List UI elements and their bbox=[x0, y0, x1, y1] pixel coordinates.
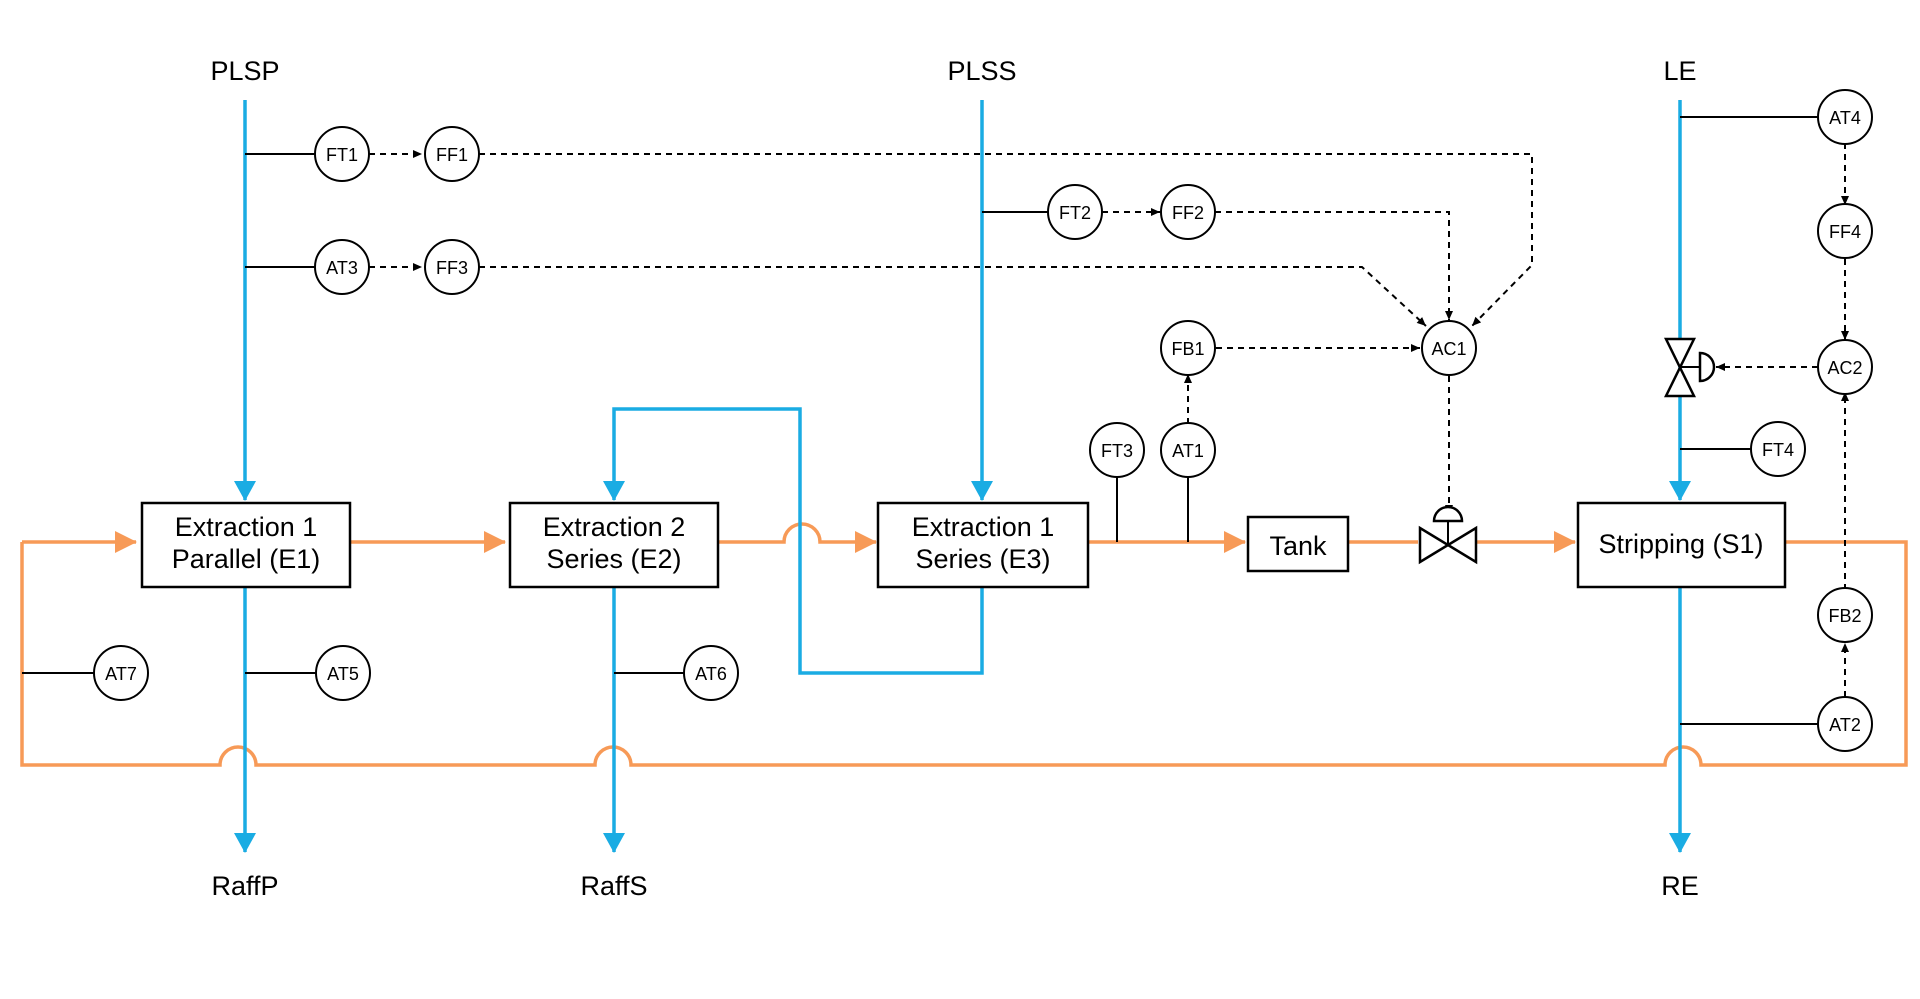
unit-s1: Stripping (S1) bbox=[1576, 501, 1787, 589]
unit-e2: Extraction 2 Series (E2) bbox=[508, 501, 720, 589]
instrument-at1: AT1 bbox=[1160, 422, 1216, 478]
unit-e1-line1: Extraction 1 bbox=[175, 512, 318, 542]
unit-s1-label: Stripping (S1) bbox=[1598, 529, 1763, 559]
svg-text:AC1: AC1 bbox=[1431, 339, 1466, 359]
svg-text:AT3: AT3 bbox=[326, 258, 358, 278]
instrument-fb1: FB1 bbox=[1160, 320, 1216, 376]
svg-text:FT3: FT3 bbox=[1101, 441, 1133, 461]
instrument-at6: AT6 bbox=[683, 645, 739, 701]
stream-label-raffp: RaffP bbox=[211, 871, 278, 901]
instrument-at5: AT5 bbox=[315, 645, 371, 701]
svg-text:AT4: AT4 bbox=[1829, 108, 1861, 128]
instrument-at4: AT4 bbox=[1817, 89, 1873, 145]
unit-e3-line1: Extraction 1 bbox=[912, 512, 1055, 542]
instrument-taps bbox=[22, 116, 1818, 725]
signal-lines bbox=[369, 143, 1849, 697]
svg-text:AT1: AT1 bbox=[1172, 441, 1204, 461]
unit-e1-line2: Parallel (E1) bbox=[172, 544, 321, 574]
instrument-ff4: FF4 bbox=[1817, 203, 1873, 259]
instrument-fb2: FB2 bbox=[1817, 587, 1873, 643]
svg-text:AT7: AT7 bbox=[105, 664, 137, 684]
svg-text:FT4: FT4 bbox=[1762, 440, 1794, 460]
instrument-ac2: AC2 bbox=[1817, 339, 1873, 395]
control-valve-icon bbox=[1418, 505, 1478, 565]
instrument-ft2: FT2 bbox=[1047, 184, 1103, 240]
instrument-ff2: FF2 bbox=[1160, 184, 1216, 240]
unit-e3-line2: Series (E3) bbox=[915, 544, 1050, 574]
unit-e1: Extraction 1 Parallel (E1) bbox=[140, 501, 352, 589]
stream-label-plsp: PLSP bbox=[210, 56, 279, 86]
svg-text:FT1: FT1 bbox=[326, 145, 358, 165]
instrument-ft1: FT1 bbox=[314, 126, 370, 182]
svg-text:FB1: FB1 bbox=[1171, 339, 1204, 359]
unit-e2-line2: Series (E2) bbox=[546, 544, 681, 574]
instrument-ac1: AC1 bbox=[1421, 320, 1477, 376]
instrument-at7: AT7 bbox=[93, 645, 149, 701]
svg-text:AT6: AT6 bbox=[695, 664, 727, 684]
instrument-ff1: FF1 bbox=[424, 126, 480, 182]
instrument-ft3: FT3 bbox=[1089, 422, 1145, 478]
le-control-valve-icon bbox=[1663, 337, 1716, 398]
aqueous-streams bbox=[234, 100, 1691, 853]
stream-label-plss: PLSS bbox=[947, 56, 1016, 86]
unit-tank: Tank bbox=[1246, 515, 1350, 573]
stream-label-le: LE bbox=[1663, 56, 1696, 86]
stream-label-re: RE bbox=[1661, 871, 1699, 901]
stream-label-raffs: RaffS bbox=[580, 871, 647, 901]
instrument-at2: AT2 bbox=[1817, 696, 1873, 752]
svg-text:FF4: FF4 bbox=[1829, 222, 1861, 242]
unit-e2-line1: Extraction 2 bbox=[543, 512, 686, 542]
instrument-at3: AT3 bbox=[314, 239, 370, 295]
svg-text:AT5: AT5 bbox=[327, 664, 359, 684]
svg-text:FB2: FB2 bbox=[1828, 606, 1861, 626]
instrument-ft4: FT4 bbox=[1750, 421, 1806, 477]
e3-to-e2-line bbox=[603, 407, 984, 675]
svg-text:FF2: FF2 bbox=[1172, 203, 1204, 223]
svg-text:FF1: FF1 bbox=[436, 145, 468, 165]
svg-text:FT2: FT2 bbox=[1059, 203, 1091, 223]
instrument-ff3: FF3 bbox=[424, 239, 480, 295]
svg-text:AC2: AC2 bbox=[1827, 358, 1862, 378]
unit-e3: Extraction 1 Series (E3) bbox=[876, 501, 1090, 589]
svg-text:AT2: AT2 bbox=[1829, 715, 1861, 735]
organic-e2-e3 bbox=[718, 522, 877, 553]
svg-text:FF3: FF3 bbox=[436, 258, 468, 278]
unit-tank-label: Tank bbox=[1269, 531, 1327, 561]
